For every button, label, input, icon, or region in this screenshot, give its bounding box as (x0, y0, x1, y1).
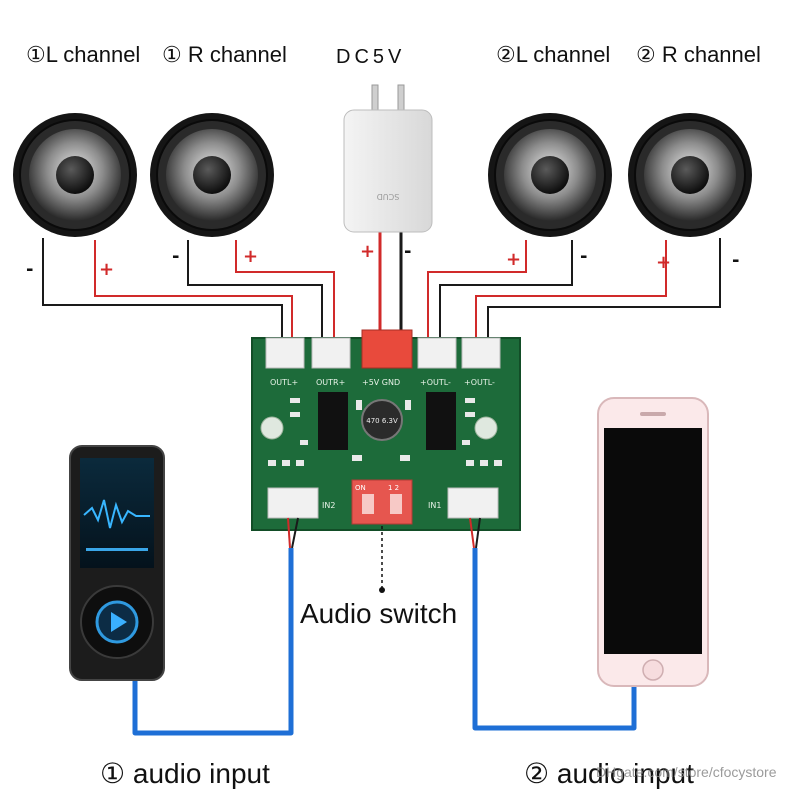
wire-s3-plus (427, 240, 527, 342)
power-adapter-icon: SCUD (343, 84, 433, 233)
s2-plus-mark: + (243, 246, 258, 267)
speaker-icon (488, 113, 612, 237)
speaker-wires (42, 232, 721, 342)
label-audio-switch: Audio switch (300, 598, 458, 629)
wire-s3-minus (439, 240, 573, 342)
capacitor-label: 470 6.3V (366, 417, 398, 425)
wire-s2-plus (235, 240, 335, 342)
s1-minus-mark: - (26, 259, 33, 280)
speaker-icon (628, 113, 752, 237)
audio-switch-pointer (379, 526, 385, 593)
audio-cable-2 (472, 548, 637, 731)
audio-cable-1 (132, 548, 294, 736)
smartphone-icon (597, 397, 709, 687)
label-ch2-left: ②L channel (496, 42, 611, 67)
dip-switch-on-label: ON (355, 484, 366, 492)
label-power: DC5V (336, 46, 406, 68)
label-ch2-right: ② R channel (636, 42, 761, 67)
pcb-label-outl1: OUTL+ (270, 378, 298, 387)
pcb-label-in1: IN1 (428, 501, 441, 510)
s1-plus-mark: + (99, 259, 114, 280)
wire-s2-minus (187, 240, 323, 342)
power-minus-mark: - (404, 241, 411, 262)
dip-switch-numbers: 1 2 (388, 484, 399, 492)
input-wire-leads (287, 517, 481, 549)
pcb-label-outr1: OUTR+ (316, 378, 345, 387)
s4-minus-mark: - (732, 250, 739, 271)
mp3-player-icon (69, 445, 165, 681)
audio-cables (132, 548, 637, 736)
watermark: DHgate.com/store/cfocystore (596, 764, 777, 780)
speaker-icon (13, 113, 137, 237)
pcb-label-outl2: +OUTL- (420, 378, 451, 387)
speaker-icon (150, 113, 274, 237)
s3-minus-mark: - (580, 246, 587, 267)
wire-s1-minus (42, 238, 283, 342)
pcb-label-outr2: +OUTL- (464, 378, 495, 387)
wire-s4-minus (487, 238, 721, 342)
polarity-marks: - + - + + - + - + - (26, 241, 739, 280)
power-plus-mark: + (360, 241, 375, 262)
label-input-2: ② audio input (524, 758, 694, 789)
label-ch1-right: ① R channel (162, 42, 287, 67)
label-input-1: ① audio input (100, 758, 270, 789)
s2-minus-mark: - (172, 246, 179, 267)
wire-s4-plus (475, 240, 667, 342)
pcb-board-icon: OUTL+ OUTR+ +5V GND +OUTL- +OUTL- 470 6.… (251, 329, 521, 531)
adapter-brand: SCUD (377, 192, 400, 201)
label-ch1-left: ①L channel (26, 42, 141, 67)
pcb-label-in2: IN2 (322, 501, 335, 510)
s3-plus-mark: + (506, 249, 521, 270)
s4-plus-mark: + (656, 252, 671, 273)
wire-s1-plus (94, 240, 293, 342)
pcb-label-power: +5V GND (362, 378, 400, 387)
